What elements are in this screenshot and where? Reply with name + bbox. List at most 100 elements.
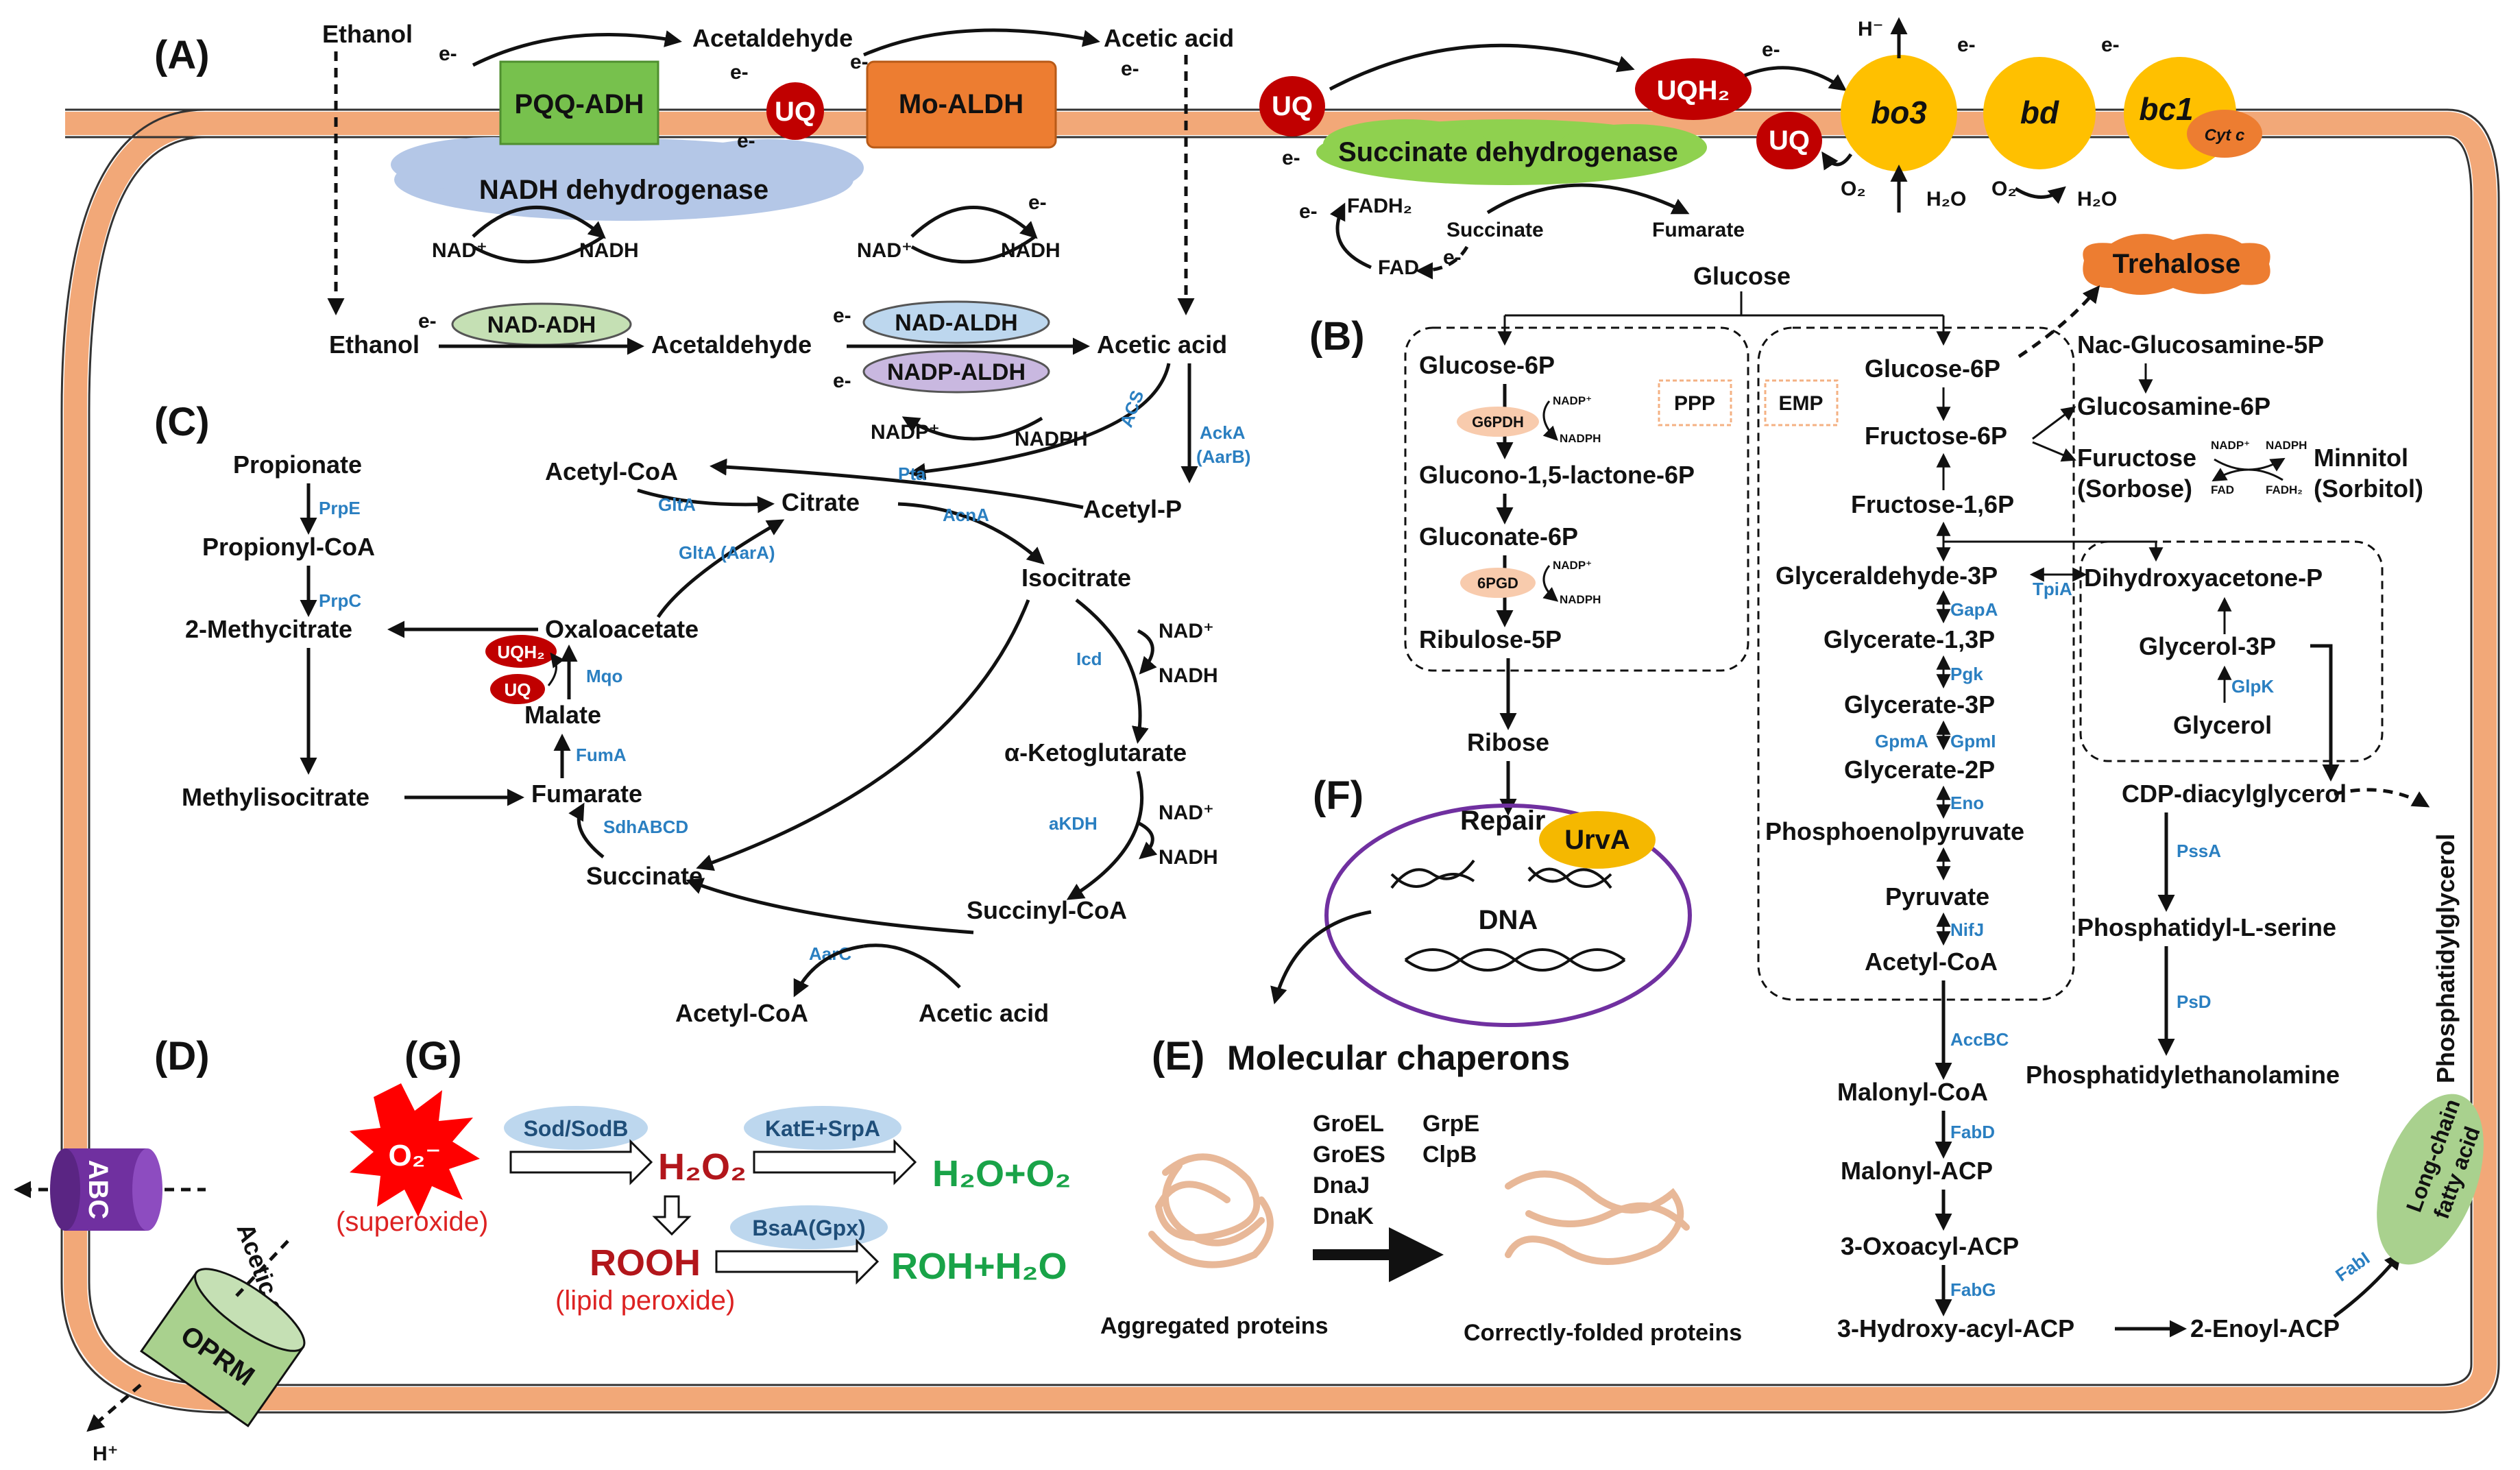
fad-label: FAD [1378,256,1419,279]
aggregated-proteins-label: Aggregated proteins [1100,1313,1328,1339]
nadp-small-2: NADP⁺ [1553,559,1592,572]
panel-f-label: (F) [1313,773,1364,818]
kate-enzyme [744,1106,901,1150]
propionate: Propionate [233,450,362,479]
ethanol-top: Ethanol [322,20,413,48]
electron-1: e- [439,43,457,65]
enoyl-acp: 2-Enoyl-ACP [2190,1314,2340,1342]
superoxide-label: (superoxide) [336,1207,488,1237]
glycerol-3p: Glycerol-3P [2139,632,2276,660]
panel-e-label: (E) [1152,1034,1204,1079]
electron-12: e- [2101,34,2120,56]
dna-label: DNA [1479,905,1538,935]
nad-plus-tca-1: NAD⁺ [1159,620,1214,642]
icd-enzyme: Icd [1076,649,1102,669]
chaperons-title: Molecular chaperons [1227,1039,1570,1077]
gap: Glyceraldehyde-3P [1776,562,1998,590]
folded-protein-icon [1505,1170,1690,1265]
cdp-diacylglycerol: CDP-diacylglycerol [2122,780,2347,808]
trehalose-cloud [2083,234,2270,295]
panel-b-label: (B) [1309,314,1365,359]
superoxide-burst-icon [350,1083,480,1217]
sorbitol: (Sorbitol) [2314,474,2423,503]
acetyl-coa-bottom: Acetyl-CoA [675,999,808,1027]
uqh2-label-tca: UQH₂ [497,642,544,662]
bo3-cytochrome [1841,55,1957,171]
pqq-adh-label: PQQ-ADH [515,89,644,119]
succinate-tca: Succinate [586,862,703,890]
nad-plus-tca-2: NAD⁺ [1159,802,1214,824]
fuructose: Fuructose [2077,444,2196,472]
nad-aldh-label: NAD-ALDH [895,310,1017,336]
g6p-emp: Glucose-6P [1865,354,2000,383]
emp-label: EMP [1778,392,1823,415]
gpmi-enzyme: GpmI [1950,731,1996,751]
folded-proteins-label: Correctly-folded proteins [1464,1320,1742,1346]
fad-small: FAD [2211,483,2234,496]
ppp-tag [1658,379,1732,426]
panel-a-label: (A) [154,33,210,77]
o2-label-1: O₂ [1841,178,1866,200]
oxoacyl-acp: 3-Oxoacyl-ACP [1841,1232,2019,1260]
nad-plus-1: NAD⁺ [432,239,487,262]
glpk-enzyme: GlpK [2231,676,2274,697]
propionyl-coa: Propionyl-CoA [202,533,375,561]
bsaa-enzyme [730,1205,888,1249]
electron-13: e- [418,310,437,333]
chaperone-dnak: DnaK [1313,1203,1374,1229]
abc-label: ABC [83,1160,113,1220]
fadh2-small: FADH₂ [2266,483,2303,496]
repair-label: Repair [1460,806,1546,836]
chaperone-grpe: GrpE [1422,1111,1479,1137]
ethanol-cyto: Ethanol [329,330,420,359]
f6p: Fructose-6P [1865,422,2007,450]
sod-label: Sod/SodB [524,1116,629,1141]
acetic-acid-cyto: Acetic acid [1097,330,1227,359]
nad-aldh-enzyme [862,300,1050,344]
tpia-enzyme: TpiA [2033,579,2072,599]
dna-repair-ring [1324,804,1692,1027]
fumarate-tca: Fumarate [531,780,642,808]
bd-cytochrome [1983,57,2096,169]
h2o2-label: H₂O₂ [658,1146,747,1188]
electron-9: e- [1299,200,1318,223]
fumarate-label-a: Fumarate [1652,219,1745,241]
long-chain-fa [2377,1094,2484,1265]
nadh-1: NADH [579,239,639,262]
eno-enzyme: Eno [1950,793,1984,813]
h2o-o2-label: H₂O+O₂ [932,1153,1071,1194]
nad-plus-2: NAD⁺ [857,239,912,262]
urva-label: UrvA [1564,825,1630,855]
akg: α-Ketoglutarate [1004,738,1187,767]
electron-3: e- [850,51,869,73]
bd-label: bd [2020,95,2059,130]
panel-c-label: (C) [154,400,210,444]
phosphatidylethanolamine: Phosphatidylethanolamine [2026,1061,2340,1089]
o2-superoxide: O₂⁻ [389,1139,441,1172]
acna-enzyme: AcnA [943,505,989,525]
glycerol: Glycerol [2173,711,2272,739]
acetyl-p: Acetyl-P [1083,495,1182,523]
electron-14: e- [833,304,851,327]
kate-label: KatE+SrpA [765,1116,880,1141]
psd-enzyme: PsD [2177,991,2212,1012]
nac-glucosamine: Nac-Glucosamine-5P [2077,330,2324,359]
nadh-tca-1: NADH [1159,664,1218,687]
malonyl-coa: Malonyl-CoA [1837,1078,1988,1106]
lipid-peroxide-label: (lipid peroxide) [555,1286,735,1316]
uq-label-mid: UQ [1272,91,1313,121]
sod-arrow [509,1139,653,1185]
aarb-enzyme: (AarB) [1196,446,1250,467]
electron-15: e- [833,370,851,392]
cytc-label: Cyt c [2205,126,2245,145]
mo-aldh-label: Mo-ALDH [899,89,1023,119]
uq-circle-a [766,82,824,140]
dna-helix-icon-1 [1390,859,1475,889]
acetyl-coa-emp: Acetyl-CoA [1865,948,1998,976]
roh-h2o-label: ROH+H₂O [891,1246,1067,1287]
nadh-2: NADH [1001,239,1061,262]
kate-arrow [753,1139,917,1185]
h2o-label-1: H₂O [1926,188,1966,210]
citrate: Citrate [782,488,860,516]
nadp-aldh-label: NADP-ALDH [887,359,1026,385]
